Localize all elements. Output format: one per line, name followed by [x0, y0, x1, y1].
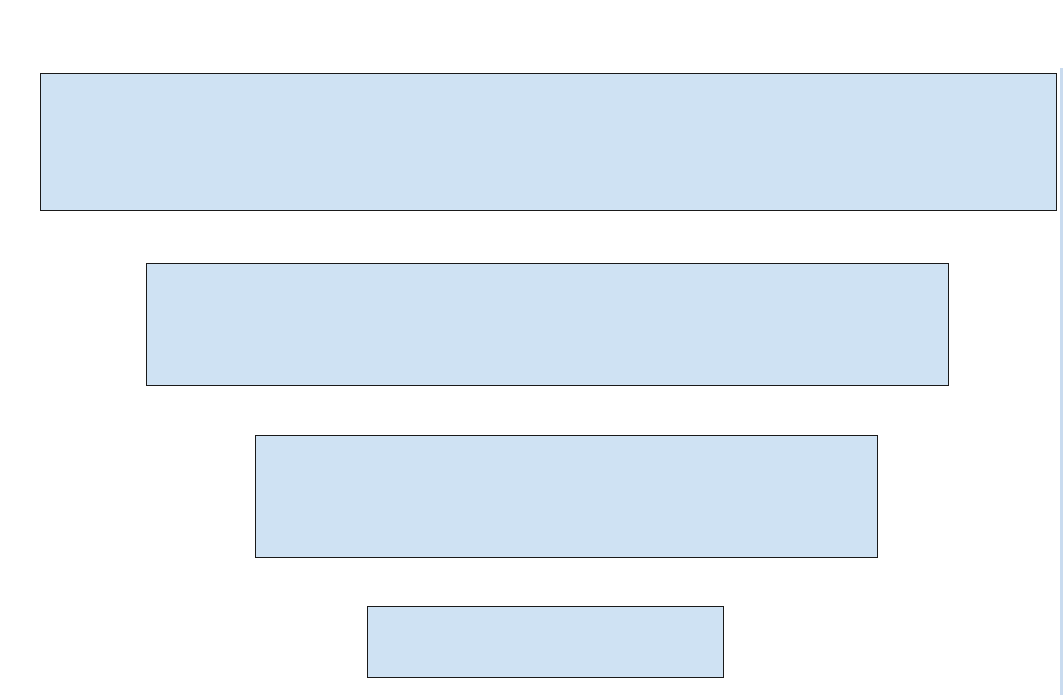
funnel-stage-4 — [367, 606, 724, 678]
right-edge-divider — [1060, 68, 1063, 695]
funnel-stage-3 — [255, 435, 878, 558]
funnel-stage-2 — [146, 263, 949, 386]
funnel-stage-1 — [40, 73, 1057, 211]
